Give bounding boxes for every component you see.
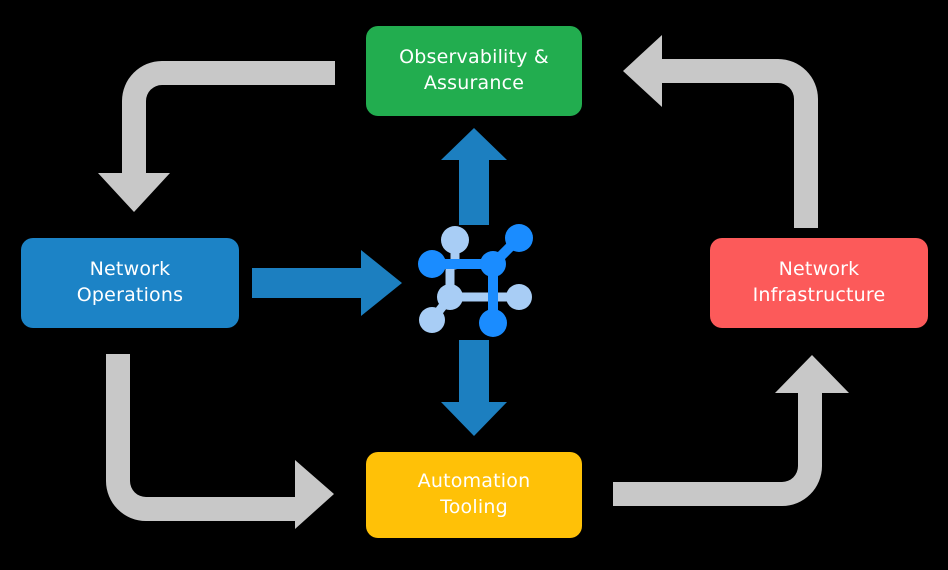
node-infrastructure-label: Network Infrastructure xyxy=(752,258,886,306)
connector-automation-to-infrastructure xyxy=(613,355,849,506)
topology-node-center xyxy=(480,251,506,277)
topology-nodes-dark xyxy=(418,224,533,337)
topology-node-top-right xyxy=(505,224,533,252)
connector-center-to-observability xyxy=(441,128,507,225)
node-automation-tooling[interactable]: Automation Tooling xyxy=(366,452,582,538)
connector-center-to-automation xyxy=(441,340,507,436)
connector-infrastructure-to-observability xyxy=(623,35,818,228)
connector-operations-to-center xyxy=(252,250,402,316)
topology-node-bottom-center xyxy=(479,309,507,337)
topology-node-top-left xyxy=(441,226,469,254)
node-automation-label: Automation Tooling xyxy=(417,470,531,518)
connector-operations-to-automation-shape xyxy=(106,354,334,529)
node-network-infrastructure[interactable]: Network Infrastructure xyxy=(710,238,928,328)
topology-node-right-mid xyxy=(506,284,532,310)
topology-node-bottom-left xyxy=(419,307,445,333)
node-network-operations[interactable]: Network Operations xyxy=(21,238,239,328)
topology-node-mid-left xyxy=(437,284,463,310)
topology-nodes-light xyxy=(419,226,532,333)
node-observability-label: Observability & Assurance xyxy=(399,46,549,94)
topology-node-left xyxy=(418,250,446,278)
node-operations-label: Network Operations xyxy=(76,258,184,306)
connector-observability-to-operations-shape xyxy=(98,61,335,212)
node-observability-assurance[interactable]: Observability & Assurance xyxy=(366,26,582,116)
